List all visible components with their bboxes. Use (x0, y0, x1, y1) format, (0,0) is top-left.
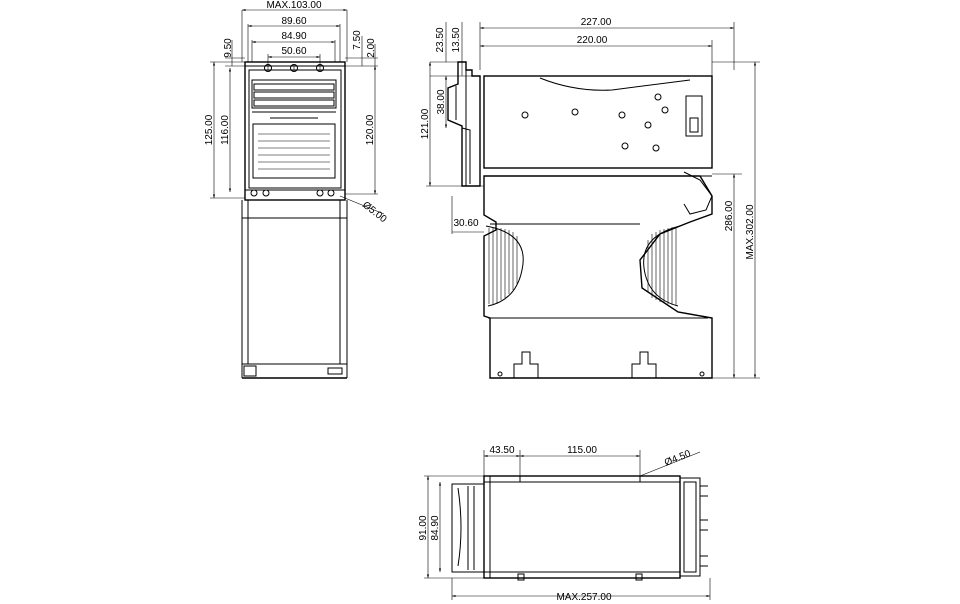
side-length-max-label: 227.00 (581, 17, 612, 28)
side-height-max-label: MAX.302.00 (745, 204, 756, 259)
front-top-step-label: 2.00 (366, 38, 377, 58)
front-height-inner-label: 116.00 (220, 115, 231, 145)
front-height-right-label: 120.00 (365, 114, 376, 145)
side-top-off-a-label: 23.50 (435, 27, 446, 52)
bottom-width-outer-label: 91.00 (418, 515, 429, 540)
side-view: 227.00 220.00 23.50 13.50 38.00 121.00 3… (420, 17, 760, 379)
front-view: MAX.103.00 89.60 84.90 50.60 9.50 7.50 2… (204, 0, 389, 379)
bottom-hole-dia-label: Ø4.50 (663, 448, 693, 469)
front-top-offset-left-label: 9.50 (223, 38, 234, 58)
bottom-length-max-label: MAX.257.00 (556, 592, 611, 603)
bottom-width-inner-label: 84.90 (430, 515, 441, 540)
side-bottom-step-label: 30.60 (453, 218, 478, 229)
bottom-hole-offset-label: 43.50 (489, 445, 514, 456)
front-hole-dia-label: Ø5.00 (360, 200, 389, 226)
front-width-max-label: MAX.103.00 (266, 0, 321, 11)
right-handle-hatch (647, 227, 677, 305)
side-length-body-label: 220.00 (577, 35, 608, 46)
side-height-label: 286.00 (724, 200, 735, 231)
front-width-inner-label: 50.60 (281, 46, 306, 57)
front-width-mid-label: 84.90 (281, 31, 306, 42)
front-width-outer-label: 89.60 (281, 16, 306, 27)
side-top-off-b-label: 13.50 (451, 27, 462, 52)
side-front-total-label: 121.00 (420, 108, 431, 139)
side-front-h-label: 38.00 (436, 89, 447, 114)
front-top-offset-right-label: 7.50 (352, 30, 363, 50)
front-height-outer-label: 125.00 (204, 114, 215, 145)
bottom-hole-spacing-label: 115.00 (567, 445, 597, 456)
bottom-view: 43.50 115.00 Ø4.50 91.00 84.90 (418, 445, 711, 603)
left-handle-hatch (488, 228, 518, 304)
